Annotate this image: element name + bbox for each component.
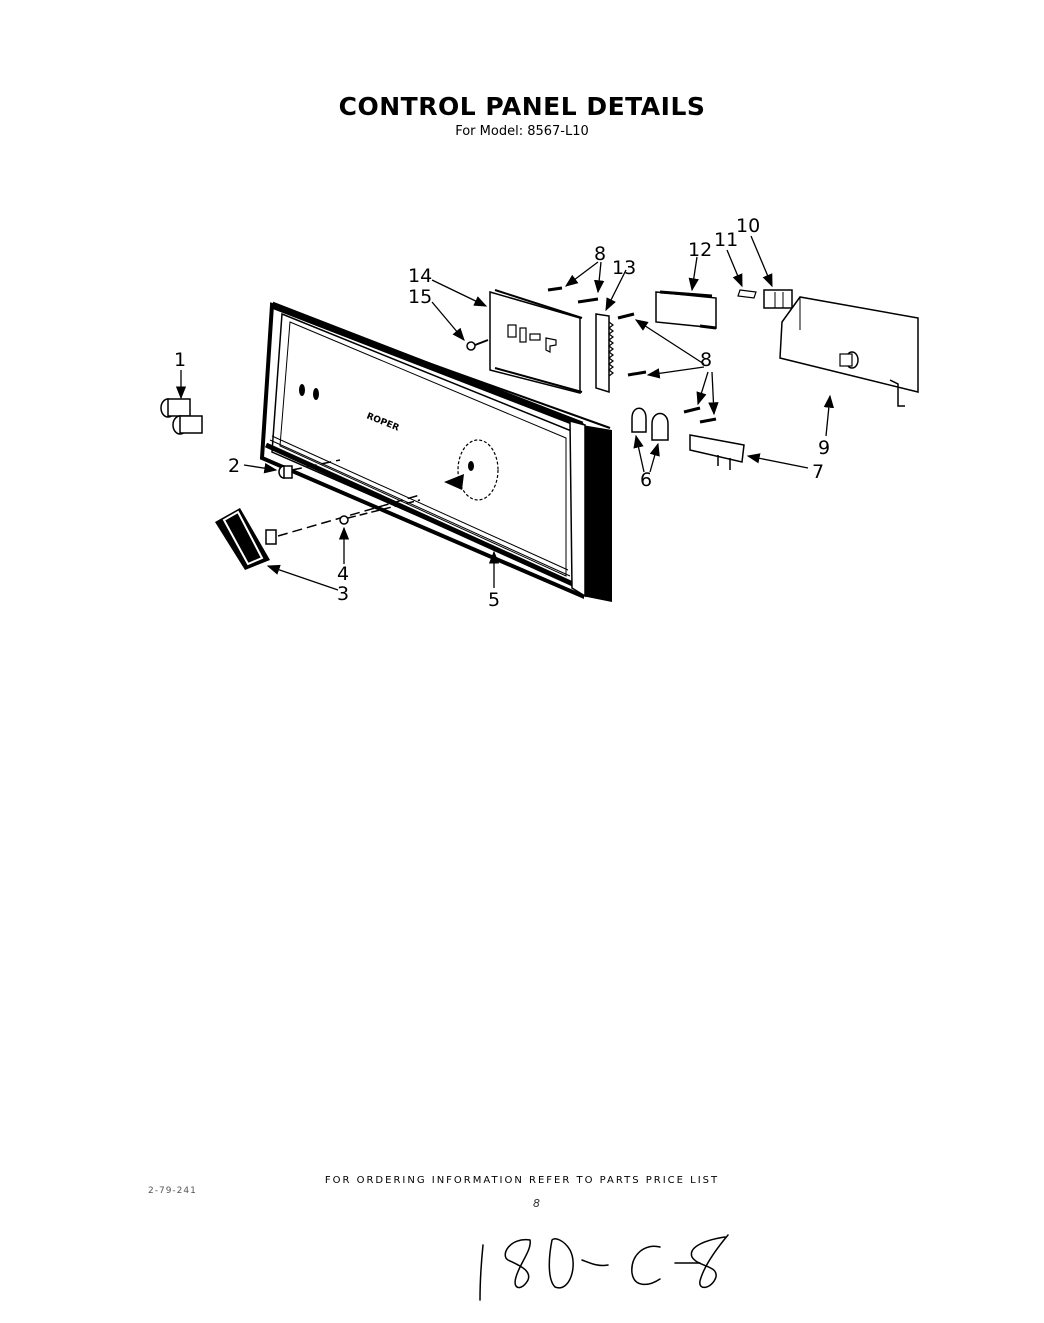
clips-part-6 <box>631 407 669 441</box>
screw-part-4 <box>339 499 421 525</box>
callout-9: 9 <box>818 437 830 459</box>
screw-part-15 <box>466 339 489 351</box>
button-part-2 <box>278 459 341 479</box>
bracket-part-14 <box>489 289 583 394</box>
callout-4: 4 <box>337 563 349 585</box>
page-title: CONTROL PANEL DETAILS <box>338 92 706 121</box>
document-code: 2-79-241 <box>148 1186 197 1196</box>
callout-numbers: 1 2 3 4 5 6 7 8 8 9 10 11 12 13 14 15 <box>174 215 830 611</box>
callout-8-right: 8 <box>700 349 712 371</box>
callout-8-top: 8 <box>594 243 606 265</box>
callout-6: 6 <box>640 469 652 491</box>
terminal-part-11 <box>737 289 757 299</box>
callout-11: 11 <box>714 229 738 251</box>
callout-2: 2 <box>228 455 240 477</box>
lamp-part-1 <box>160 398 203 435</box>
leader-lines <box>175 235 835 591</box>
callout-10: 10 <box>736 215 760 237</box>
ordering-info-note: FOR ORDERING INFORMATION REFER TO PARTS … <box>324 1175 720 1186</box>
exploded-parts-diagram: ROPER <box>160 215 919 611</box>
callout-15: 15 <box>408 286 432 308</box>
callout-14: 14 <box>408 265 432 287</box>
model-subtitle: For Model: 8567-L10 <box>455 124 589 139</box>
screws-part-8 <box>547 286 717 424</box>
switch-strip-part-13 <box>595 313 614 394</box>
page-number: 8 <box>533 1197 540 1210</box>
handwritten-annotation: 180-C-8 <box>479 1234 729 1301</box>
callout-12: 12 <box>688 239 712 261</box>
callout-7: 7 <box>812 461 824 483</box>
switch-part-12 <box>655 290 717 330</box>
control-panel-part-5: ROPER <box>259 301 612 602</box>
connector-part-10 <box>763 289 793 309</box>
callout-1: 1 <box>174 349 186 371</box>
callout-3: 3 <box>337 583 349 605</box>
callout-13: 13 <box>612 257 636 279</box>
timer-part-9 <box>779 296 919 407</box>
callout-5: 5 <box>488 589 500 611</box>
switch-part-7 <box>689 434 745 470</box>
knob-part-3 <box>215 494 421 570</box>
